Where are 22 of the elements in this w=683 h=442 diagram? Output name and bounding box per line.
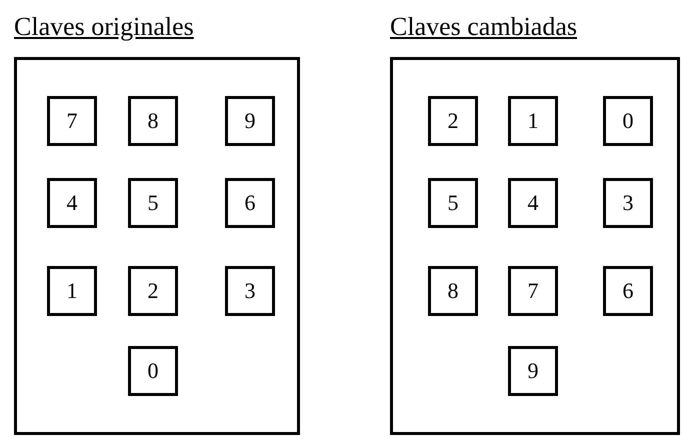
panel-title: Claves cambiadas <box>390 12 577 42</box>
key: 2 <box>128 266 178 316</box>
key: 0 <box>128 346 178 396</box>
key: 4 <box>47 178 97 228</box>
key: 5 <box>128 178 178 228</box>
key: 7 <box>508 266 558 316</box>
key: 7 <box>47 96 97 146</box>
key: 4 <box>508 178 558 228</box>
key: 3 <box>225 266 275 316</box>
key: 1 <box>47 266 97 316</box>
key: 0 <box>603 96 653 146</box>
key: 2 <box>428 96 478 146</box>
key: 8 <box>428 266 478 316</box>
key: 9 <box>508 346 558 396</box>
key: 5 <box>428 178 478 228</box>
key: 3 <box>603 178 653 228</box>
panel-title: Claves originales <box>14 12 194 42</box>
key: 9 <box>225 96 275 146</box>
key: 6 <box>603 266 653 316</box>
key: 6 <box>225 178 275 228</box>
key: 8 <box>128 96 178 146</box>
key: 1 <box>508 96 558 146</box>
